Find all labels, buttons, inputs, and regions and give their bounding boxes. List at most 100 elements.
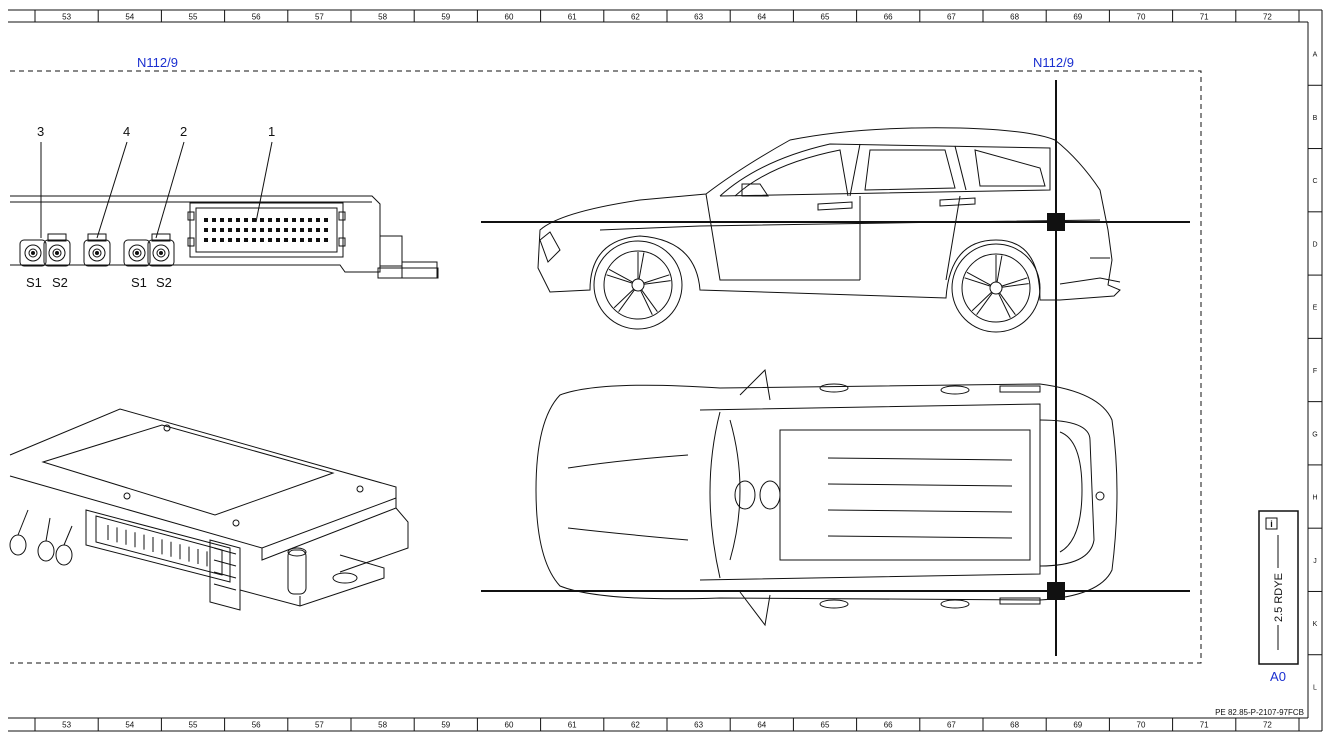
callout-3: 3 <box>37 124 44 139</box>
control-unit-side-view <box>10 141 439 279</box>
column-number: 53 <box>62 13 71 22</box>
row-letter: A <box>1313 52 1318 59</box>
column-number: 65 <box>821 13 830 22</box>
connector-pin <box>204 228 208 232</box>
sheet-frame <box>8 9 1323 732</box>
connector-pin <box>260 238 264 242</box>
row-letter: C <box>1312 178 1317 185</box>
connector-pin <box>204 218 208 222</box>
connector-pin <box>212 238 216 242</box>
column-number: 60 <box>505 13 514 22</box>
wheel-spoke <box>641 289 658 312</box>
connector-pin <box>204 238 208 242</box>
row-letter: L <box>1313 684 1317 691</box>
connector-pin <box>308 218 312 222</box>
column-number: 67 <box>947 721 956 730</box>
column-number: 67 <box>947 13 956 22</box>
column-number: 55 <box>189 721 198 730</box>
wheel-spoke <box>996 255 1003 283</box>
column-number: 56 <box>252 721 261 730</box>
connector-pin <box>260 228 264 232</box>
pin-label-s2-b: S2 <box>156 275 172 290</box>
row-letter: H <box>1312 495 1317 502</box>
column-number: 58 <box>378 13 387 22</box>
wheel-spoke <box>976 292 993 315</box>
column-number: 59 <box>441 13 450 22</box>
callout-1: 1 <box>268 124 275 139</box>
connector-pin <box>252 238 256 242</box>
connector-pin <box>244 228 248 232</box>
component-label-left: N112/9 <box>137 55 178 70</box>
wheel-spoke <box>1001 283 1029 288</box>
isometric-connector-pins <box>107 525 208 567</box>
connector-pin <box>268 228 272 232</box>
row-letter: J <box>1313 558 1317 565</box>
connector-pin <box>292 238 296 242</box>
row-letter: F <box>1313 368 1317 375</box>
wheel-spoke <box>640 290 653 315</box>
connector-pin <box>276 238 280 242</box>
wheel-spoke <box>971 291 993 312</box>
column-number: 69 <box>1073 721 1082 730</box>
column-number: 65 <box>821 721 830 730</box>
vehicle-top-view <box>535 368 1118 627</box>
connector-pin <box>284 238 288 242</box>
connector-pin <box>324 238 328 242</box>
column-number: 72 <box>1263 721 1272 730</box>
column-number: 62 <box>631 721 640 730</box>
connector-pin <box>268 218 272 222</box>
connector-pin <box>300 238 304 242</box>
connector-pin <box>244 218 248 222</box>
pin-label-s1-b: S1 <box>131 275 147 290</box>
wheel-spoke <box>618 289 635 312</box>
component-label-right: N112/9 <box>1033 55 1074 70</box>
connector-pin <box>228 238 232 242</box>
connector-pin <box>268 238 272 242</box>
connector-pin <box>212 228 216 232</box>
component-boundary-dashed <box>10 70 1202 664</box>
connector-pin <box>236 228 240 232</box>
callout-2: 2 <box>180 124 187 139</box>
connector-pin <box>276 218 280 222</box>
connector-pin <box>300 218 304 222</box>
wheel-spoke <box>643 280 671 285</box>
connector-pin <box>236 238 240 242</box>
column-number: 57 <box>315 721 324 730</box>
column-number: 54 <box>125 721 134 730</box>
connector-pin <box>300 228 304 232</box>
connector-pin <box>324 228 328 232</box>
wheel-spoke <box>1001 277 1028 287</box>
connector-pin <box>308 228 312 232</box>
connector-pin <box>236 218 240 222</box>
connector-pin <box>220 228 224 232</box>
row-letter: B <box>1313 115 1318 122</box>
connector-pin <box>292 228 296 232</box>
connector-pin <box>292 218 296 222</box>
row-letter: E <box>1313 305 1318 312</box>
connector-pin <box>316 228 320 232</box>
wheel-spoke <box>613 288 635 309</box>
column-number: 62 <box>631 13 640 22</box>
connector-pin <box>228 218 232 222</box>
connector-pin <box>308 238 312 242</box>
reference-axes <box>481 80 1190 656</box>
connector-pin <box>284 228 288 232</box>
row-letter: K <box>1313 621 1318 628</box>
connector-pin <box>212 218 216 222</box>
column-number: 63 <box>694 721 703 730</box>
coax-socket-2-s2 <box>147 233 175 267</box>
main-connector-1 <box>187 202 346 258</box>
wheel-spoke <box>964 277 991 287</box>
column-number: 69 <box>1073 13 1082 22</box>
vehicle-side-view <box>537 127 1121 333</box>
connector-pin <box>252 228 256 232</box>
connector-pin <box>220 218 224 222</box>
wheel-spokes <box>606 252 1029 318</box>
connector-pin <box>316 238 320 242</box>
column-number: 60 <box>505 721 514 730</box>
column-number: 57 <box>315 13 324 22</box>
coax-socket-3-s2 <box>43 233 71 267</box>
